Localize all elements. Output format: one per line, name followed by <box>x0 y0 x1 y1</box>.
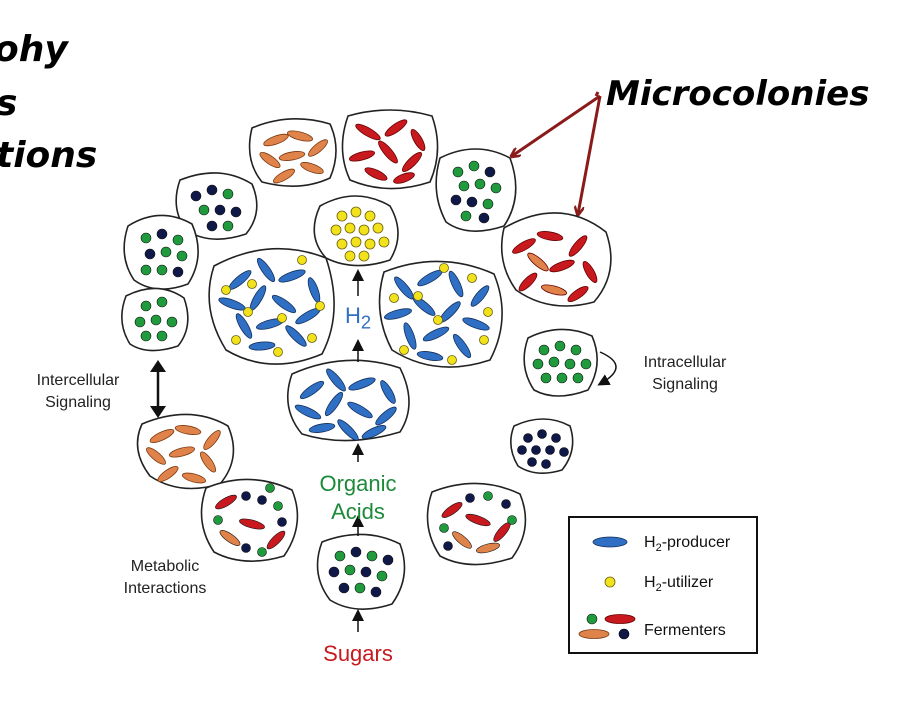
h2-producer-swatch-icon <box>592 536 628 548</box>
cells-mixed-right-bottom <box>439 491 517 554</box>
cells-orange-left <box>146 425 221 484</box>
cells-red-top <box>349 119 426 184</box>
cells-red-orange-right <box>512 231 598 303</box>
cells-green-intracellular <box>532 340 592 384</box>
colony-yellow-top <box>313 195 399 267</box>
intracellular-label: Intracellular Signaling <box>643 354 727 393</box>
cells-blue-yellow-right <box>384 263 493 365</box>
cells-navy-right <box>517 429 569 469</box>
heading-fragment-3: tions <box>0 135 98 176</box>
cells-green-navy-topright <box>450 160 502 224</box>
heading-fragment-2: s <box>0 86 17 122</box>
intracellular-arrow <box>597 351 617 386</box>
intercellular-label: Intercellular Signaling <box>36 372 120 411</box>
legend-row-h2-producer: H2-producer <box>570 528 756 558</box>
sugars-label: Sugars <box>323 641 393 666</box>
h2-utilizer-swatch-icon <box>604 576 616 588</box>
heading-fragment-1: ohy <box>0 29 68 70</box>
cells-green-navy-bottom <box>328 546 394 598</box>
legend-h2-utilizer-text: H2-utilizer <box>644 574 714 595</box>
organic-acids-label: Organic Acids <box>319 471 397 524</box>
legend-row-h2-utilizer: H2-utilizer <box>570 568 756 598</box>
legend-fermenters-text: Fermenters <box>644 622 726 639</box>
metabolic-label: Metabolic Interactions <box>123 558 207 597</box>
cells-yellow-top <box>330 206 390 262</box>
callout-arrow-1 <box>512 94 601 156</box>
cells-green-left-2 <box>134 296 178 342</box>
colony-navy-right <box>510 418 574 474</box>
legend: H2-producer H2-utilizer Fermenters <box>568 516 758 654</box>
microcolonies-callout: Microcolonies <box>606 74 870 114</box>
callout-arrows <box>512 91 602 214</box>
intercellular-arrow <box>150 360 166 418</box>
cells-blue-yellow-left <box>218 255 325 357</box>
legend-row-fermenters: Fermenters <box>570 612 756 642</box>
cells-mixed-left-bottom <box>213 483 287 557</box>
fermenters-swatch-icon <box>578 613 636 640</box>
cells-navy-green-topleft <box>190 184 242 232</box>
cells-green-left-1 <box>140 228 188 278</box>
cells-blue-center <box>294 368 397 441</box>
callout-arrow-2 <box>578 95 602 214</box>
h2-label: H2 <box>344 303 372 333</box>
legend-h2-producer-text: H2-producer <box>644 534 731 555</box>
cells-orange-top <box>259 130 328 184</box>
